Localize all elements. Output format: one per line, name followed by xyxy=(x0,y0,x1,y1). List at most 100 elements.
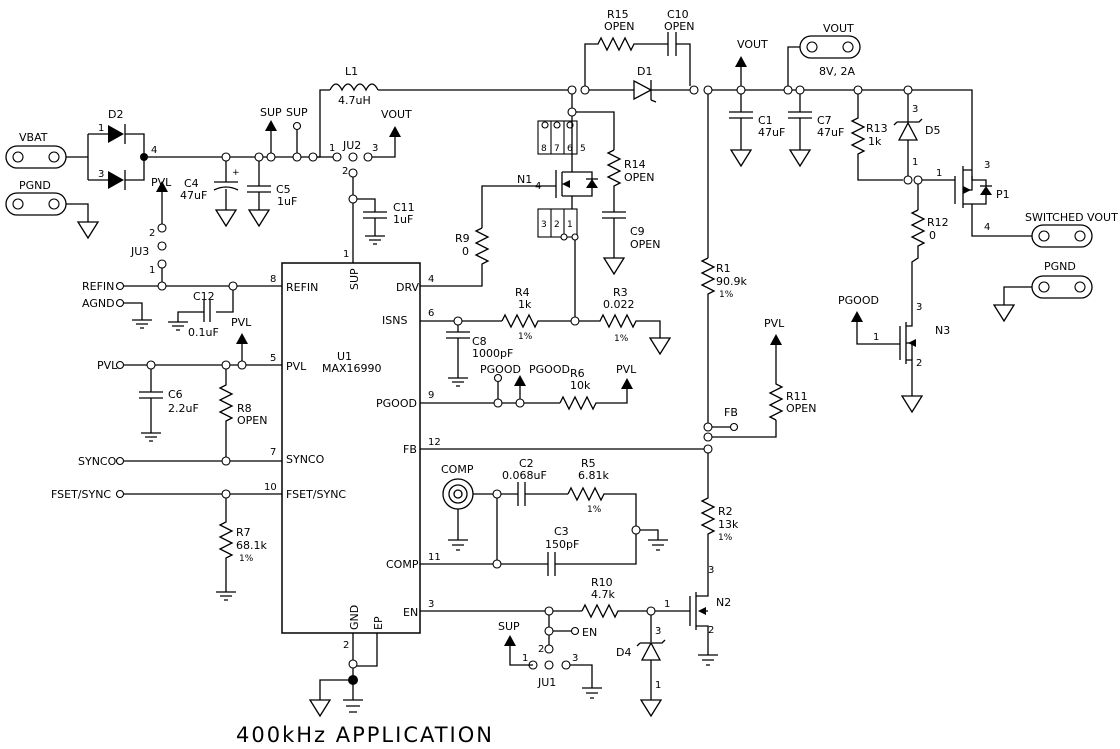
svg-text:8V, 2A: 8V, 2A xyxy=(819,65,856,78)
svg-text:D4: D4 xyxy=(616,646,631,659)
pvl-label-r6: PVL xyxy=(616,363,637,376)
svg-text:3: 3 xyxy=(916,302,922,313)
svg-text:4.7uH: 4.7uH xyxy=(338,94,371,107)
pin-sup-label: SUP xyxy=(348,268,361,290)
svg-text:1uF: 1uF xyxy=(393,213,413,226)
svg-text:R6: R6 xyxy=(570,367,585,380)
svg-text:2: 2 xyxy=(916,358,922,369)
svg-text:3: 3 xyxy=(572,653,578,664)
svg-text:D1: D1 xyxy=(637,65,652,78)
fb-net-label: FB xyxy=(724,406,738,419)
mosfet-n3: N3 3 1 2 xyxy=(856,302,950,396)
svg-text:4.7k: 4.7k xyxy=(591,588,615,601)
svg-text:C4: C4 xyxy=(184,177,199,190)
svg-text:1%: 1% xyxy=(587,505,602,515)
resistor-r1: R1 90.9k 1% xyxy=(700,257,747,423)
svg-text:1%: 1% xyxy=(239,554,254,564)
svg-text:150pF: 150pF xyxy=(545,538,579,551)
svg-text:47uF: 47uF xyxy=(180,189,207,202)
ground-symbol xyxy=(648,337,672,356)
svg-text:1uF: 1uF xyxy=(277,195,297,208)
ground-symbol xyxy=(992,304,1016,323)
pin-num-fset: 10 xyxy=(264,482,277,493)
svg-text:COMP: COMP xyxy=(441,463,474,476)
p1-pin1: 1 xyxy=(936,168,942,179)
capacitor-c12: C12 0.1uF xyxy=(168,290,234,339)
resistor-r9: R9 0 xyxy=(420,227,490,287)
svg-text:1%: 1% xyxy=(718,533,733,543)
ground-symbol xyxy=(900,395,924,414)
svg-text:2.2uF: 2.2uF xyxy=(168,402,199,415)
c10-ref: C10 xyxy=(667,8,689,21)
pvl-label-ic: PVL xyxy=(231,316,252,329)
pin-num-drv: 4 xyxy=(428,274,434,285)
capacitor-c3: C3 150pF xyxy=(545,525,637,576)
svg-text:2: 2 xyxy=(708,625,714,636)
svg-text:2: 2 xyxy=(149,228,155,239)
pin-num-gnd: 2 xyxy=(343,640,349,651)
pgood-label-1: PGOOD xyxy=(480,363,521,376)
svg-text:+: + xyxy=(232,168,240,178)
svg-text:N1: N1 xyxy=(517,173,532,186)
pvl-arrow-ic xyxy=(236,333,248,344)
pvl-arrow-r11 xyxy=(770,334,782,345)
svg-text:5: 5 xyxy=(580,144,586,154)
svg-text:1%: 1% xyxy=(614,334,629,344)
pgood-label-n3: PGOOD xyxy=(838,294,879,307)
svg-text:0.068uF: 0.068uF xyxy=(502,469,547,482)
svg-text:PGND: PGND xyxy=(19,179,51,192)
diagram-title: 400kHz APPLICATION xyxy=(236,723,494,747)
diode-d1: D1 xyxy=(633,65,657,103)
svg-text:VOUT: VOUT xyxy=(823,22,854,35)
svg-text:0: 0 xyxy=(929,229,936,242)
ground-symbol xyxy=(308,699,332,718)
capacitor-c4: + C4 47uF xyxy=(180,152,240,210)
pin-en-label: EN xyxy=(403,606,418,619)
svg-text:3: 3 xyxy=(372,143,378,154)
resistor-r8: R8 OPEN xyxy=(218,369,267,457)
sup-arrow xyxy=(265,120,277,131)
svg-text:1: 1 xyxy=(98,123,104,134)
svg-text:R3: R3 xyxy=(613,286,628,299)
jumper-ju3: 2 JU3 1 xyxy=(130,223,167,276)
ground-symbol xyxy=(214,209,238,228)
svg-text:1000pF: 1000pF xyxy=(472,347,513,360)
svg-text:C8: C8 xyxy=(472,335,487,348)
svg-text:8: 8 xyxy=(541,144,547,154)
vout-connector: VOUT 8V, 2A xyxy=(799,22,861,78)
synco-net-label: SYNCO xyxy=(78,455,117,468)
resistor-r14: R14 OPEN xyxy=(606,149,654,212)
svg-text:C11: C11 xyxy=(393,201,415,214)
capacitor-c2: C2 0.068uF xyxy=(502,457,568,506)
svg-text:L1: L1 xyxy=(345,65,358,78)
pin-pgood-label: PGOOD xyxy=(376,397,417,410)
inductor-l1: L1 4.7uH xyxy=(329,65,379,107)
pin-comp-label: COMP xyxy=(386,558,419,571)
capacitor-c7: C7 47uF xyxy=(788,94,844,150)
pgnd-connector-left: PGND xyxy=(5,179,67,216)
jumper-ju2: VOUT JU2 1 3 2 xyxy=(308,108,412,178)
svg-text:PGND: PGND xyxy=(1044,260,1076,273)
mosfet-n1: 8 7 6 5 N1 4 3 2 1 xyxy=(517,116,598,241)
pvl-label-r11: PVL xyxy=(764,317,785,330)
svg-text:1%: 1% xyxy=(719,290,734,300)
resistor-r10: R10 4.7k xyxy=(581,576,690,619)
svg-text:VOUT: VOUT xyxy=(381,108,412,121)
pgood-arrow xyxy=(514,375,526,386)
svg-text:JU1: JU1 xyxy=(537,676,556,689)
svg-text:JU2: JU2 xyxy=(342,139,361,152)
svg-text:10k: 10k xyxy=(570,379,591,392)
capacitor-c8: C8 1000pF xyxy=(446,325,513,387)
svg-text:SUP: SUP xyxy=(498,620,520,633)
svg-text:3: 3 xyxy=(708,565,714,576)
diode-d2: D2 1 3 xyxy=(98,108,126,190)
svg-text:13k: 13k xyxy=(718,518,739,531)
sup-label-1: SUP xyxy=(260,106,282,119)
svg-text:6: 6 xyxy=(567,144,573,154)
svg-text:3: 3 xyxy=(655,626,661,637)
pin-num-isns: 6 xyxy=(428,308,434,319)
pvl-arrow-r6 xyxy=(621,378,633,389)
svg-text:68.1k: 68.1k xyxy=(236,539,267,552)
comp-test-point: COMP xyxy=(441,463,474,551)
